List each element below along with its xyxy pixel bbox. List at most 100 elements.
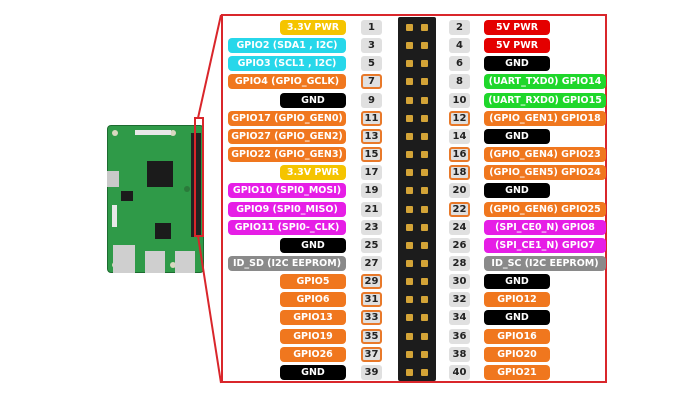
pin-33-number: 33 <box>361 310 382 326</box>
pin-1-number: 1 <box>361 20 382 35</box>
header-pin-23 <box>406 223 413 231</box>
header-pin-40 <box>421 368 428 376</box>
pin-1-label: 3.3V PWR <box>280 20 346 35</box>
header-pin-7 <box>406 78 413 86</box>
header-pin-9 <box>406 96 413 104</box>
pin-36-label: GPIO16 <box>484 328 550 344</box>
pin-34-number: 34 <box>449 310 470 326</box>
header-zoom-frame <box>221 14 607 383</box>
header-pin-16 <box>421 151 428 159</box>
pin-5-label: GPIO3 (SCL1 , I2C) <box>228 56 346 72</box>
header-pin-21 <box>406 205 413 213</box>
header-pin-6 <box>421 60 428 68</box>
pin-35-number: 35 <box>361 328 382 344</box>
header-pin-1 <box>406 24 413 31</box>
pin-4-number: 4 <box>449 38 470 54</box>
header-pin-13 <box>406 132 413 140</box>
header-pin-35 <box>406 332 413 340</box>
pin-7-label: GPIO4 (GPIO_GCLK) <box>228 74 346 90</box>
pin-34-label: GND <box>484 310 550 326</box>
pin-8-label: (UART_TXD0) GPIO14 <box>484 74 606 90</box>
pin-23-number: 23 <box>361 219 382 235</box>
pin-28-label: ID_SC (I2C EEPROM) <box>484 255 606 271</box>
pin-22-label: (GPIO_GEN6) GPIO25 <box>484 201 606 217</box>
header-pin-33 <box>406 314 413 322</box>
pin-2-number: 2 <box>449 20 470 35</box>
pin-29-label: GPIO5 <box>280 274 346 290</box>
header-pin-36 <box>421 332 428 340</box>
header-pin-31 <box>406 296 413 304</box>
pin-10-label: (UART_RXD0) GPIO15 <box>484 92 606 108</box>
pin-31-label: GPIO6 <box>280 292 346 308</box>
pin-15-label: GPIO22 (GPIO_GEN3) <box>228 147 346 163</box>
header-pin-29 <box>406 278 413 286</box>
pin-14-label: GND <box>484 128 550 144</box>
header-pin-12 <box>421 114 428 122</box>
pin-30-label: GND <box>484 274 550 290</box>
pin-6-label: GND <box>484 56 550 72</box>
pin-18-number: 18 <box>449 165 470 181</box>
pin-20-label: GND <box>484 183 550 199</box>
pin-17-label: 3.3V PWR <box>280 165 346 181</box>
header-pin-38 <box>421 350 428 358</box>
pin-17-number: 17 <box>361 165 382 181</box>
pin-4-label: 5V PWR <box>484 38 550 54</box>
pin-35-label: GPIO19 <box>280 328 346 344</box>
pin-26-label: (SPI_CE1_N) GPIO7 <box>484 237 606 253</box>
gpio-header-connector <box>398 17 436 381</box>
header-pin-30 <box>421 278 428 286</box>
pin-39-label: GND <box>280 364 346 380</box>
pin-25-number: 25 <box>361 237 382 253</box>
header-pin-11 <box>406 114 413 122</box>
pin-21-label: GPIO9 (SPI0_MISO) <box>228 201 346 217</box>
pin-21-number: 21 <box>361 201 382 217</box>
pin-19-label: GPIO10 (SPI0_MOSI) <box>228 183 346 199</box>
pin-23-label: GPIO11 (SPI0-_CLK) <box>228 219 346 235</box>
header-pin-19 <box>406 187 413 195</box>
pin-37-label: GPIO26 <box>280 346 346 362</box>
pin-6-number: 6 <box>449 56 470 72</box>
pin-36-number: 36 <box>449 328 470 344</box>
pin-2-label: 5V PWR <box>484 20 550 35</box>
pin-33-label: GPIO13 <box>280 310 346 326</box>
pin-22-number: 22 <box>449 201 470 217</box>
pin-3-label: GPIO2 (SDA1 , I2C) <box>228 38 346 54</box>
pin-26-number: 26 <box>449 237 470 253</box>
pin-15-number: 15 <box>361 147 382 163</box>
pin-18-label: (GPIO_GEN5) GPIO24 <box>484 165 606 181</box>
pin-8-number: 8 <box>449 74 470 90</box>
pin-20-number: 20 <box>449 183 470 199</box>
pin-16-label: (GPIO_GEN4) GPIO23 <box>484 147 606 163</box>
pin-12-number: 12 <box>449 110 470 126</box>
pin-24-label: (SPI_CE0_N) GPIO8 <box>484 219 606 235</box>
pin-38-label: GPIO20 <box>484 346 550 362</box>
pin-39-number: 39 <box>361 364 382 380</box>
pin-24-number: 24 <box>449 219 470 235</box>
pin-32-number: 32 <box>449 292 470 308</box>
pin-40-label: GPIO21 <box>484 364 550 380</box>
header-pin-39 <box>406 368 413 376</box>
pin-13-number: 13 <box>361 128 382 144</box>
pin-38-number: 38 <box>449 346 470 362</box>
header-pin-28 <box>421 259 428 267</box>
header-pin-2 <box>421 24 428 31</box>
header-pin-24 <box>421 223 428 231</box>
pin-32-label: GPIO12 <box>484 292 550 308</box>
pin-25-label: GND <box>280 237 346 253</box>
pin-31-number: 31 <box>361 292 382 308</box>
header-pin-5 <box>406 60 413 68</box>
header-pin-32 <box>421 296 428 304</box>
pin-40-number: 40 <box>449 364 470 380</box>
pin-27-label: ID_SD (I2C EEPROM) <box>228 255 346 271</box>
pin-3-number: 3 <box>361 38 382 54</box>
pin-9-number: 9 <box>361 92 382 108</box>
pin-11-label: GPIO17 (GPIO_GEN0) <box>228 110 346 126</box>
pin-13-label: GPIO27 (GPIO_GEN2) <box>228 128 346 144</box>
pin-9-label: GND <box>280 92 346 108</box>
header-pin-10 <box>421 96 428 104</box>
pin-14-number: 14 <box>449 128 470 144</box>
header-pin-14 <box>421 132 428 140</box>
header-pin-22 <box>421 205 428 213</box>
header-pin-8 <box>421 78 428 86</box>
